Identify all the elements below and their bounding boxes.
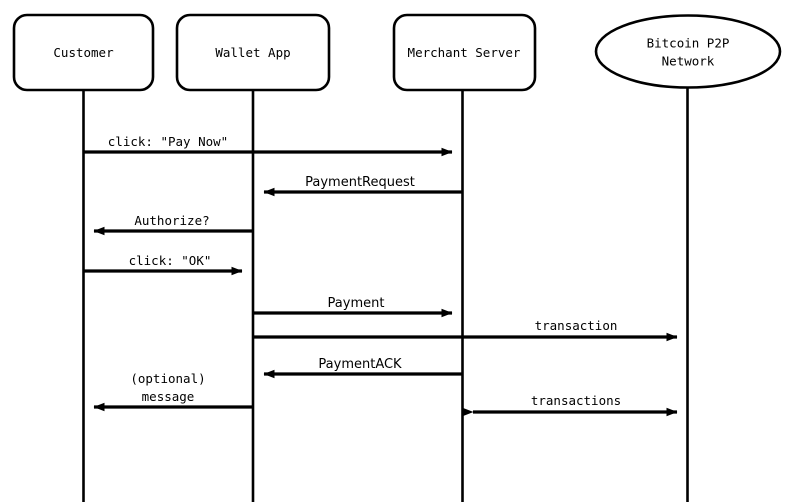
message-label: Authorize? xyxy=(134,213,209,228)
participant-network-label-line1: Bitcoin P2P xyxy=(647,36,730,51)
participant-merchant-label: Merchant Server xyxy=(408,45,521,60)
participant-customer[interactable]: Customer xyxy=(12,13,155,92)
message-transaction[interactable]: transaction xyxy=(253,318,678,342)
message-label: click: "OK" xyxy=(129,253,212,268)
participant-wallet[interactable]: Wallet App xyxy=(175,13,331,92)
message-payment[interactable]: Payment xyxy=(253,296,453,318)
participant-merchant[interactable]: Merchant Server xyxy=(392,13,537,92)
message-click-pay-now[interactable]: click: "Pay Now" xyxy=(83,134,453,157)
message-payment-ack[interactable]: PaymentACK xyxy=(263,357,463,379)
message-transactions[interactable]: transactions xyxy=(462,393,678,417)
message-label: PaymentACK xyxy=(318,357,402,372)
message-label: click: "Pay Now" xyxy=(108,134,228,149)
participant-network-label-line2: Network xyxy=(662,54,715,69)
participant-customer-label: Customer xyxy=(53,45,114,60)
message-label-line1: (optional) xyxy=(130,371,205,386)
participant-network-ellipse[interactable] xyxy=(594,14,782,89)
message-label: Payment xyxy=(328,296,385,311)
participant-wallet-label: Wallet App xyxy=(215,45,290,60)
message-optional-message[interactable]: (optional) message xyxy=(93,371,253,412)
message-label-line2: message xyxy=(142,389,195,404)
participant-network[interactable]: Bitcoin P2P Network xyxy=(594,14,782,89)
message-click-ok[interactable]: click: "OK" xyxy=(83,253,243,276)
message-label: transactions xyxy=(531,393,621,408)
message-authorize[interactable]: Authorize? xyxy=(93,213,253,236)
message-payment-request[interactable]: PaymentRequest xyxy=(263,175,463,197)
message-label: PaymentRequest xyxy=(305,175,415,190)
participant-merchant-box[interactable] xyxy=(392,13,537,92)
message-label: transaction xyxy=(535,318,618,333)
